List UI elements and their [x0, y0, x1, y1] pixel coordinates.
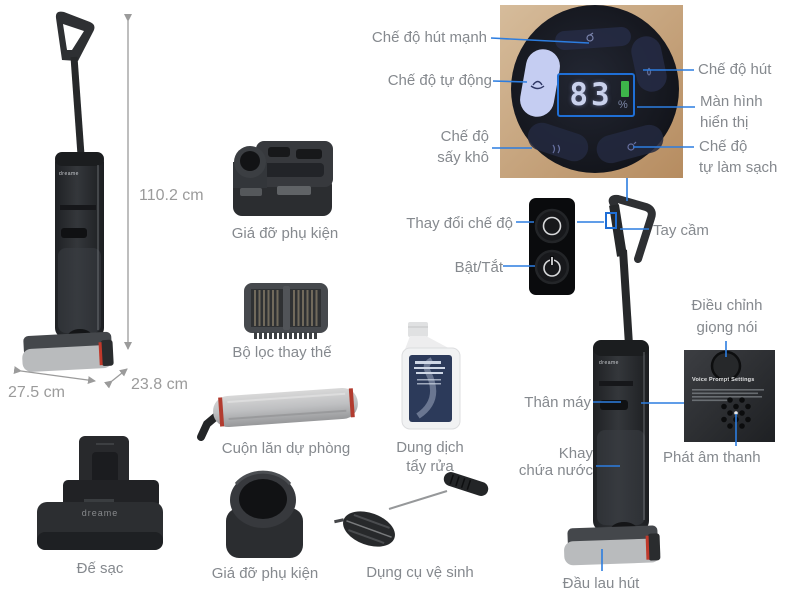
- width-arrow: [13, 366, 96, 385]
- control-panel-photo: [500, 5, 683, 178]
- accessory-caddy-top: [233, 141, 333, 216]
- left-mop-head: [22, 331, 114, 372]
- battery-percentage-readout: 83: [569, 77, 613, 113]
- self-clean-line1: Chế độ: [699, 138, 748, 155]
- water-tank-line2: chứa nước: [518, 461, 593, 479]
- power-label: Bật/Tắt: [454, 259, 503, 276]
- dry-mode-icon: [552, 144, 561, 154]
- handle-label: Tay cầm: [653, 222, 709, 239]
- mode-auto-label: Chế độ tự động: [387, 72, 492, 89]
- display-label-line1: Màn hình: [700, 93, 763, 110]
- mode-change-icon: [542, 216, 562, 236]
- mode-strong-label: Chế độ hút mạnh: [371, 29, 487, 46]
- voice-panel-photo: [684, 350, 775, 442]
- accessory-solution-bottle: [401, 322, 461, 430]
- solution-label-line2: tẩy rửa: [406, 458, 454, 475]
- display-annotation-box: [557, 73, 635, 117]
- holder-bottom-label: Giá đỡ phụ kiện: [211, 565, 319, 582]
- roller-label: Cuộn lăn dự phòng: [221, 440, 351, 457]
- display-label-line2: hiển thị: [700, 114, 749, 131]
- mode-self-clean-label: Chế độ tự làm sạch: [699, 136, 777, 178]
- auto-mode-icon: [530, 80, 545, 90]
- strong-mode-icon: [586, 32, 594, 42]
- suction-mode-pill: [631, 36, 667, 92]
- brush-label: Dụng cụ vệ sinh: [366, 564, 474, 581]
- mode-dry-line1: Chế độ: [440, 128, 489, 145]
- mode-dry-line2: sấy khô: [437, 149, 489, 166]
- percent-sign: %: [618, 99, 628, 111]
- depth-arrow: [104, 368, 128, 389]
- line-mode-auto: [492, 80, 528, 83]
- dock-label: Đế sạc: [76, 560, 124, 577]
- accessory-holder-bottom: [226, 470, 303, 558]
- depth-dimension: 23.8 cm: [131, 376, 188, 393]
- callout-lines: [490, 37, 737, 571]
- voice-adjust-line1: Điều chỉnh: [691, 297, 763, 314]
- accessory-filter: [244, 283, 328, 339]
- voice-panel-title: Voice Prompt Settings: [692, 377, 755, 383]
- battery-icon: [621, 81, 629, 97]
- button-panel-photo: [529, 198, 575, 295]
- handle-annotation-box: [605, 212, 617, 229]
- solution-label: Dung dịch tẩy rửa: [380, 438, 480, 476]
- mode-change-label: Thay đổi chế độ: [406, 215, 513, 232]
- right-vacuum-illustration: [564, 194, 661, 566]
- left-vacuum-illustration: [22, 11, 114, 372]
- height-dimension: 110.2 cm: [139, 187, 204, 204]
- water-tank-label: Khay chứa nước: [493, 445, 593, 479]
- dry-mode-pill: [527, 122, 589, 162]
- mode-dry-label: Chế độ sấy khô: [389, 126, 489, 168]
- speaker-label: Phát âm thanh: [663, 449, 761, 466]
- dock-brand-logo: dreame: [81, 508, 119, 518]
- right-body-brand-logo: dreame: [599, 360, 619, 366]
- right-mop-head: [564, 525, 661, 566]
- voice-adjust-line2: giọng nói: [696, 319, 758, 336]
- accessory-cleaning-brush: [334, 472, 489, 547]
- self-clean-line2: tự làm sạch: [699, 159, 778, 176]
- accessory-dock: [37, 436, 163, 550]
- width-dimension: 27.5 cm: [8, 384, 65, 401]
- line-mode-strong: [490, 37, 590, 44]
- mop-head-label: Đầu lau hút: [562, 575, 640, 592]
- solution-label-line1: Dung dịch: [396, 439, 464, 456]
- left-body-brand-logo: dreame: [59, 171, 79, 177]
- accessory-roller: [197, 387, 358, 441]
- filter-label: Bộ lọc thay thế: [232, 344, 332, 361]
- dimension-arrows: [13, 14, 132, 389]
- speaker-icon: [721, 397, 751, 429]
- mode-suction-label: Chế độ hút: [698, 61, 772, 78]
- caddy-top-label: Giá đỡ phụ kiện: [231, 225, 339, 242]
- water-tank-line1: Khay: [558, 445, 593, 462]
- body-label: Thân máy: [524, 394, 591, 411]
- voice-adjust-label: Điều chỉnh giọng nói: [662, 295, 792, 339]
- display-label: Màn hình hiển thị: [700, 91, 763, 133]
- power-icon: [543, 256, 561, 277]
